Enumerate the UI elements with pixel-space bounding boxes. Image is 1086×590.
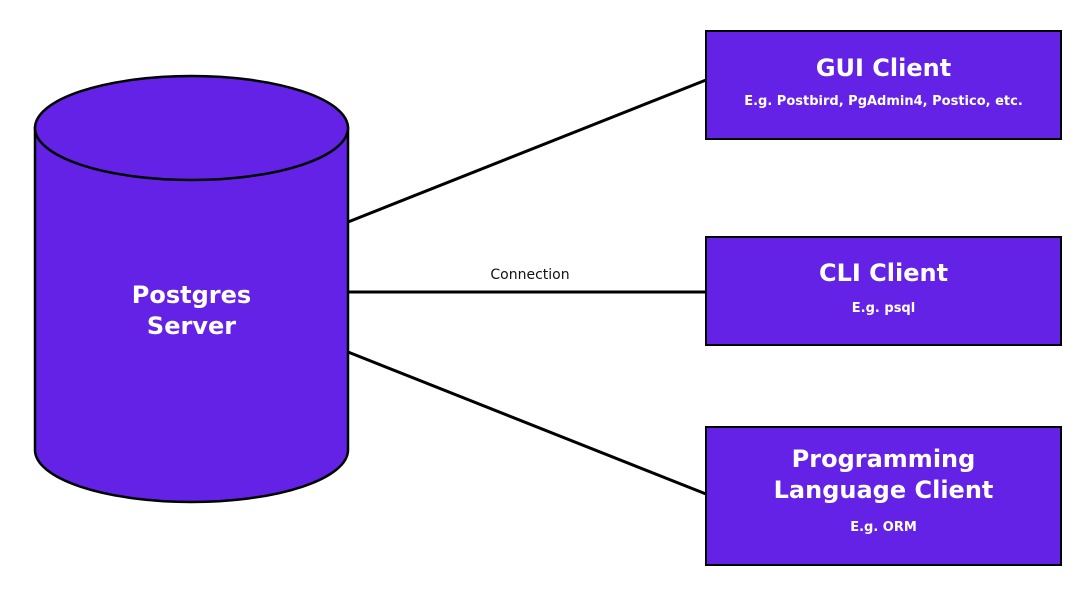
gui-client-example: E.g. Postbird, PgAdmin4, Postico, etc. bbox=[744, 94, 1023, 109]
cli-client-box: CLI Client E.g. psql bbox=[705, 236, 1062, 346]
prog-client-title-line2: Language Client bbox=[773, 476, 994, 504]
connection-label: Connection bbox=[490, 267, 570, 283]
prog-client-box: Programming Language Client E.g. ORM bbox=[705, 426, 1062, 566]
cli-client-title: CLI Client bbox=[818, 259, 949, 287]
gui-client-title: GUI Client bbox=[815, 54, 952, 82]
cli-client-example: E.g. psql bbox=[851, 301, 916, 316]
server-label: Postgres Server bbox=[35, 280, 348, 342]
connector-line-prog bbox=[347, 350, 707, 496]
prog-client-title-line1: Programming bbox=[791, 445, 976, 473]
connector-line-gui bbox=[347, 78, 707, 224]
gui-client-box: GUI Client E.g. Postbird, PgAdmin4, Post… bbox=[705, 30, 1062, 140]
server-label-line2: Server bbox=[146, 312, 237, 340]
server-label-line1: Postgres bbox=[131, 281, 252, 309]
database-cylinder-icon bbox=[33, 74, 350, 504]
prog-client-example: E.g. ORM bbox=[850, 520, 917, 535]
prog-client-title: Programming Language Client bbox=[707, 444, 1060, 506]
